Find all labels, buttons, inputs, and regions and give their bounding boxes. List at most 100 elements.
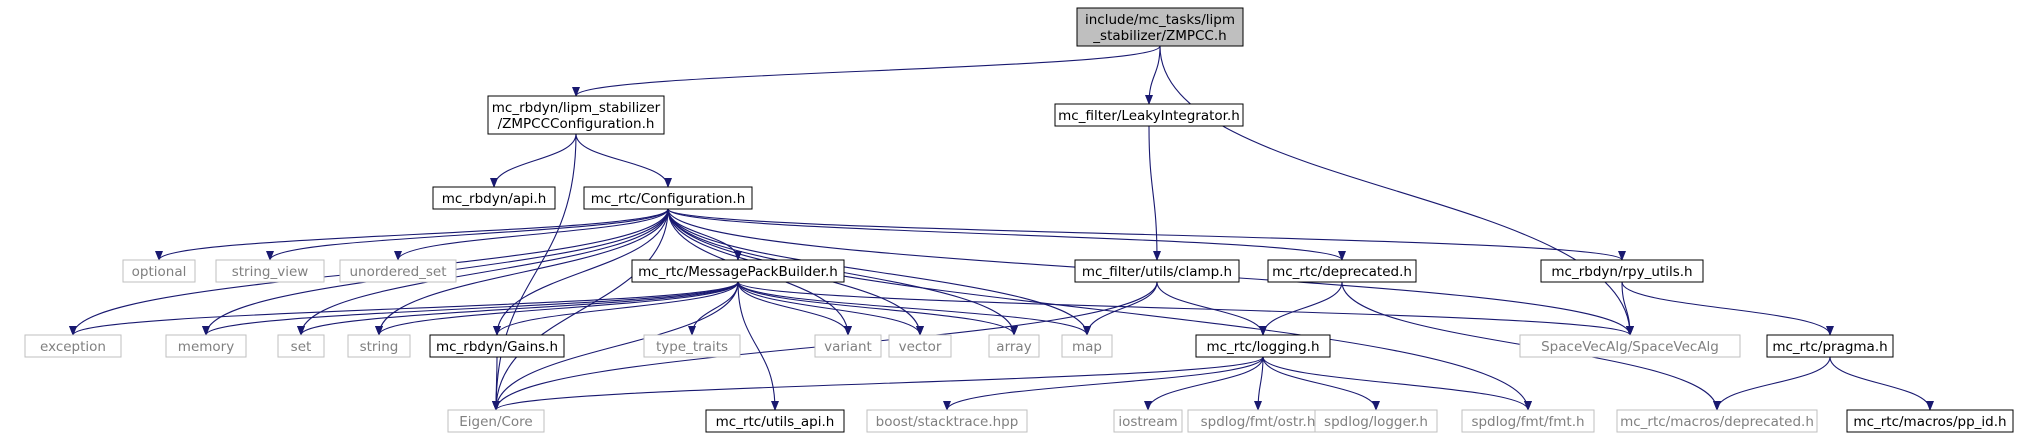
edge-configuration-to-unordered_set <box>394 208 669 261</box>
node-zmpcc[interactable]: include/mc_tasks/lipm_stabilizer/ZMPCC.h <box>1076 7 1244 47</box>
node-logging[interactable]: mc_rtc/logging.h <box>1195 334 1331 358</box>
edge-configuration-to-fmt <box>667 208 1532 411</box>
node-utils_api[interactable]: mc_rtc/utils_api.h <box>705 409 845 433</box>
node-label: unordered_set <box>349 264 446 280</box>
node-type_traits: type_traits <box>643 334 741 358</box>
node-box <box>988 334 1040 358</box>
node-label: mc_rtc/utils_api.h <box>716 414 835 430</box>
node-label: mc_rbdyn/lipm_stabilizer <box>492 100 661 116</box>
node-box <box>631 259 845 283</box>
node-label: optional <box>132 264 187 280</box>
node-box <box>1061 334 1113 358</box>
node-label: boost/stacktrace.hpp <box>876 414 1019 430</box>
edge-msgpack-to-array <box>737 281 1018 336</box>
node-label: _stabilizer/ZMPCC.h <box>1092 28 1226 44</box>
node-rpy_utils[interactable]: mc_rbdyn/rpy_utils.h <box>1540 259 1704 283</box>
edge-msgpack-to-map <box>737 281 1091 336</box>
node-memory: memory <box>165 334 247 358</box>
node-box <box>1314 409 1438 433</box>
edge-pragma-to-macros_deprecated <box>1713 356 1831 411</box>
node-clamp[interactable]: mc_filter/utils/clamp.h <box>1074 259 1240 283</box>
edge-zmpcc-to-spacevec <box>1159 45 1634 336</box>
node-box <box>1766 334 1894 358</box>
node-box <box>277 334 325 358</box>
node-pp_id[interactable]: mc_rtc/macros/pp_id.h <box>1846 409 2014 433</box>
node-box <box>347 334 411 358</box>
node-map: map <box>1061 334 1113 358</box>
node-label: mc_rtc/deprecated.h <box>1272 264 1412 280</box>
edge-msgpack-to-exception <box>69 281 739 336</box>
edge-rpy_utils-to-pragma <box>1621 281 1834 336</box>
node-msgpack[interactable]: mc_rtc/MessagePackBuilder.h <box>631 259 845 283</box>
node-eigen: Eigen/Core <box>447 409 545 433</box>
node-label: spdlog/fmt/ostr.h <box>1201 414 1316 430</box>
node-label: mc_filter/utils/clamp.h <box>1082 264 1232 280</box>
node-label: string_view <box>232 264 309 280</box>
node-label: mc_rtc/logging.h <box>1206 339 1319 355</box>
node-label: mc_rtc/macros/pp_id.h <box>1853 414 2006 430</box>
node-rbdyn_api[interactable]: mc_rbdyn/api.h <box>432 186 556 210</box>
node-label: memory <box>178 339 234 355</box>
node-label: mc_rtc/Configuration.h <box>591 191 746 207</box>
edge-msgpack-to-utils_api <box>737 281 779 411</box>
edge-pragma-to-pp_id <box>1829 356 1934 411</box>
node-box <box>1461 409 1595 433</box>
node-box <box>1076 7 1244 47</box>
node-box <box>1616 409 1818 433</box>
node-string: string <box>347 334 411 358</box>
node-box <box>487 95 665 135</box>
node-pragma[interactable]: mc_rtc/pragma.h <box>1766 334 1894 358</box>
edge-zmpcc_config-to-eigen <box>492 133 577 411</box>
edge-msgpack-to-spacevec <box>737 281 1634 336</box>
node-box <box>215 259 325 283</box>
node-label: mc_rtc/pragma.h <box>1772 339 1887 355</box>
node-label: type_traits <box>656 339 728 355</box>
node-ostr: spdlog/fmt/ostr.h <box>1187 409 1329 433</box>
node-label: string <box>360 339 399 355</box>
node-label: map <box>1072 339 1102 355</box>
node-gains[interactable]: mc_rbdyn/Gains.h <box>429 334 565 358</box>
node-spacevec: SpaceVecAlg/SpaceVecAlg <box>1519 334 1741 358</box>
node-vector: vector <box>888 334 952 358</box>
edge-zmpcc-to-zmpcc_config <box>572 45 1161 97</box>
node-label: spdlog/fmt/fmt.h <box>1471 414 1584 430</box>
node-box <box>1074 259 1240 283</box>
node-box <box>1519 334 1741 358</box>
node-label: mc_rbdyn/api.h <box>442 191 547 207</box>
node-label: Eigen/Core <box>459 414 533 430</box>
node-box <box>447 409 545 433</box>
node-box <box>1054 103 1244 127</box>
edge-msgpack-to-memory <box>202 281 739 336</box>
node-label: set <box>291 339 312 355</box>
node-stacktrace: boost/stacktrace.hpp <box>866 409 1028 433</box>
node-label: mc_rbdyn/Gains.h <box>436 339 558 355</box>
dependency-nodes: include/mc_tasks/lipm_stabilizer/ZMPCC.h… <box>24 7 2014 433</box>
edge-zmpcc_config-to-configuration <box>575 133 672 188</box>
node-deprecated_h[interactable]: mc_rtc/deprecated.h <box>1267 259 1417 283</box>
node-box <box>866 409 1028 433</box>
node-box <box>429 334 565 358</box>
node-box <box>339 259 457 283</box>
node-zmpcc_config[interactable]: mc_rbdyn/lipm_stabilizer/ZMPCCConfigurat… <box>487 95 665 135</box>
node-label: mc_rtc/MessagePackBuilder.h <box>638 264 838 280</box>
node-box <box>1846 409 2014 433</box>
node-leaky[interactable]: mc_filter/LeakyIntegrator.h <box>1054 103 1244 127</box>
edge-clamp-to-logging <box>1156 281 1267 336</box>
node-label: spdlog/logger.h <box>1324 414 1428 430</box>
node-box <box>24 334 122 358</box>
node-configuration[interactable]: mc_rtc/Configuration.h <box>583 186 753 210</box>
edge-configuration-to-optional <box>155 208 669 261</box>
edge-configuration-to-rpy_utils <box>667 208 1626 261</box>
node-label: exception <box>40 339 106 355</box>
node-box <box>1195 334 1331 358</box>
edge-msgpack-to-set <box>297 281 739 336</box>
edge-configuration-to-map <box>667 208 1091 336</box>
node-iostream: iostream <box>1113 409 1183 433</box>
edge-zmpcc_config-to-rbdyn_api <box>490 133 577 188</box>
edge-msgpack-to-string <box>375 281 739 336</box>
node-unordered_set: unordered_set <box>339 259 457 283</box>
node-box <box>814 334 882 358</box>
edge-logging-to-logger <box>1262 356 1380 411</box>
edge-configuration-to-gains <box>493 208 669 336</box>
